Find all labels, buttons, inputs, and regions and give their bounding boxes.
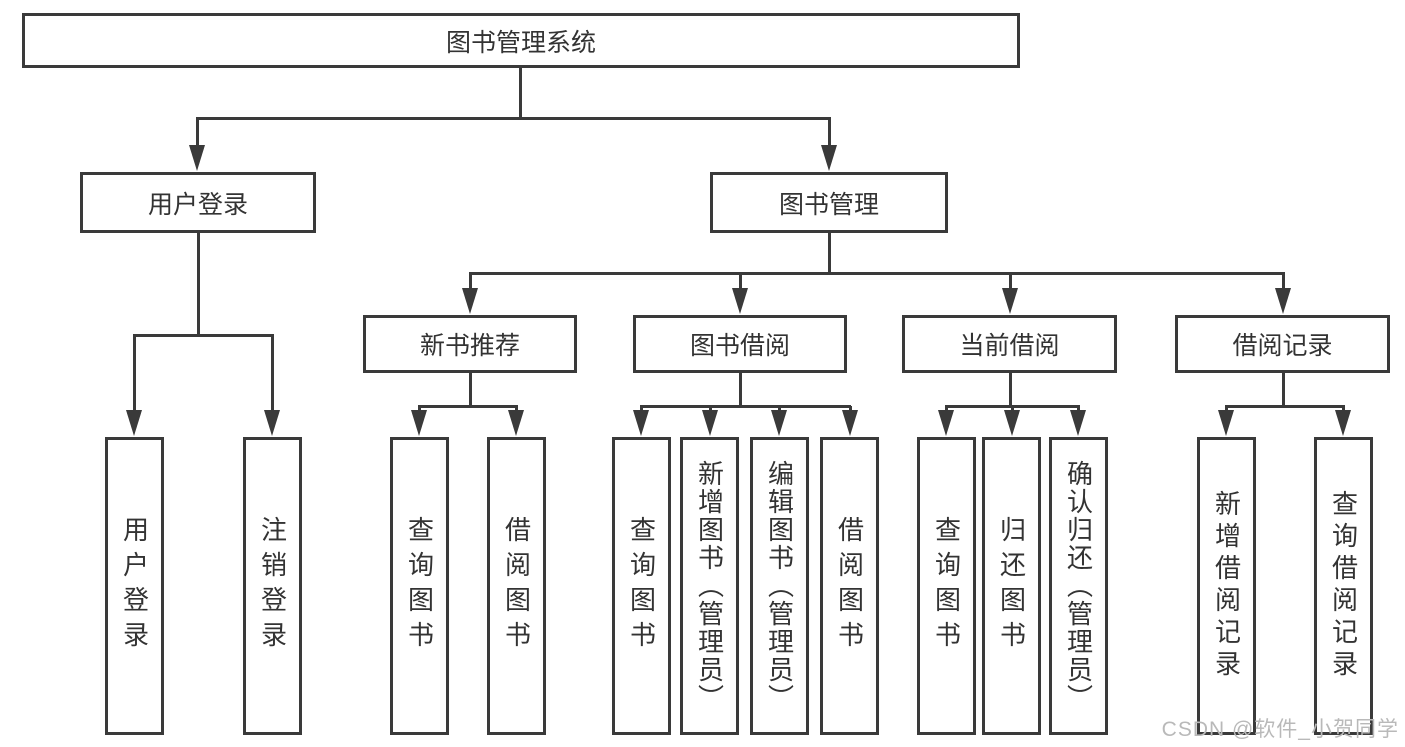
node-add-borrow-record: 新增借阅记录 <box>1197 437 1256 735</box>
node-label: 图书借阅 <box>689 332 790 360</box>
connector-line-horizontal <box>1225 404 1345 408</box>
arrow-down-icon <box>126 410 142 436</box>
node-label: 查询图书 <box>626 516 657 656</box>
connector-line-vertical <box>196 232 200 337</box>
arrow-down-icon <box>842 410 858 436</box>
node-user-login: 用户登录 <box>105 437 164 735</box>
node-query-books-current: 查询图书 <box>917 437 976 735</box>
node-label: 查询借阅记录 <box>1328 490 1359 682</box>
arrow-down-icon <box>1004 410 1020 436</box>
arrow-down-icon <box>411 410 427 436</box>
arrow-down-icon <box>1335 410 1351 436</box>
node-label: 确认归还（管理员） <box>1063 460 1094 712</box>
connector-line-vertical <box>468 273 472 294</box>
node-label: 借阅图书 <box>834 516 865 656</box>
node-label: 注销登录 <box>257 516 288 656</box>
node-label: 查询图书 <box>404 516 435 656</box>
node-borrow-books-borrowing: 借阅图书 <box>820 437 879 735</box>
node-label: 新增图书（管理员） <box>694 460 725 712</box>
node-label: 借阅图书 <box>501 516 532 656</box>
connector-line-vertical <box>132 335 136 416</box>
arrow-down-icon <box>462 288 478 314</box>
node-label: 图书管理 <box>778 190 879 219</box>
connector-line-horizontal <box>196 116 831 120</box>
node-edit-books-admin: 编辑图书（管理员） <box>750 437 809 735</box>
node-library-system: 图书管理系统 <box>22 13 1020 68</box>
node-query-borrow-record: 查询借阅记录 <box>1314 437 1373 735</box>
arrow-down-icon <box>1275 288 1291 314</box>
node-query-books-borrowing: 查询图书 <box>612 437 671 735</box>
node-label: 借阅记录 <box>1232 332 1333 360</box>
connector-line-vertical <box>518 68 522 120</box>
connector-line-vertical <box>195 118 199 151</box>
node-label: 归还图书 <box>996 516 1027 656</box>
arrow-down-icon <box>264 410 280 436</box>
arrow-down-icon <box>1070 410 1086 436</box>
node-confirm-return-admin: 确认归还（管理员） <box>1049 437 1108 735</box>
connector-line-horizontal <box>640 404 851 408</box>
arrow-down-icon <box>732 288 748 314</box>
connector-line-horizontal <box>469 271 1285 275</box>
node-label: 编辑图书（管理员） <box>764 460 795 712</box>
connector-line-horizontal <box>133 333 274 337</box>
arrow-down-icon <box>821 145 837 171</box>
connector-line-vertical <box>1008 372 1012 408</box>
node-logout: 注销登录 <box>243 437 302 735</box>
node-borrowing-records: 借阅记录 <box>1175 315 1390 373</box>
arrow-down-icon <box>508 410 524 436</box>
node-current-borrowing: 当前借阅 <box>902 315 1117 373</box>
node-new-book-recommend: 新书推荐 <box>363 315 577 373</box>
connector-line-vertical <box>738 273 742 294</box>
node-user-login-group: 用户登录 <box>80 172 316 233</box>
connector-line-vertical <box>827 118 831 151</box>
arrow-down-icon <box>771 410 787 436</box>
node-query-books-recommend: 查询图书 <box>390 437 449 735</box>
connector-line-vertical <box>1008 273 1012 294</box>
connector-line-vertical <box>1281 372 1285 408</box>
connector-line-vertical <box>738 372 742 408</box>
node-label: 新增借阅记录 <box>1211 490 1242 682</box>
node-add-books-admin: 新增图书（管理员） <box>680 437 739 735</box>
arrow-down-icon <box>189 145 205 171</box>
arrow-down-icon <box>702 410 718 436</box>
connector-line-horizontal <box>418 404 518 408</box>
node-book-management: 图书管理 <box>710 172 948 233</box>
connector-line-vertical <box>468 372 472 408</box>
node-label: 新书推荐 <box>419 332 520 360</box>
node-label: 用户登录 <box>147 190 248 219</box>
node-borrow-books-recommend: 借阅图书 <box>487 437 546 735</box>
connector-line-vertical <box>270 335 274 416</box>
node-label: 图书管理系统 <box>445 28 596 57</box>
node-book-borrowing: 图书借阅 <box>633 315 847 373</box>
arrow-down-icon <box>633 410 649 436</box>
connector-line-vertical <box>827 232 831 275</box>
node-label: 用户登录 <box>119 516 150 656</box>
node-label: 当前借阅 <box>959 332 1060 360</box>
node-return-books: 归还图书 <box>982 437 1041 735</box>
node-label: 查询图书 <box>931 516 962 656</box>
arrow-down-icon <box>938 410 954 436</box>
connector-line-vertical <box>1281 273 1285 294</box>
arrow-down-icon <box>1218 410 1234 436</box>
arrow-down-icon <box>1002 288 1018 314</box>
